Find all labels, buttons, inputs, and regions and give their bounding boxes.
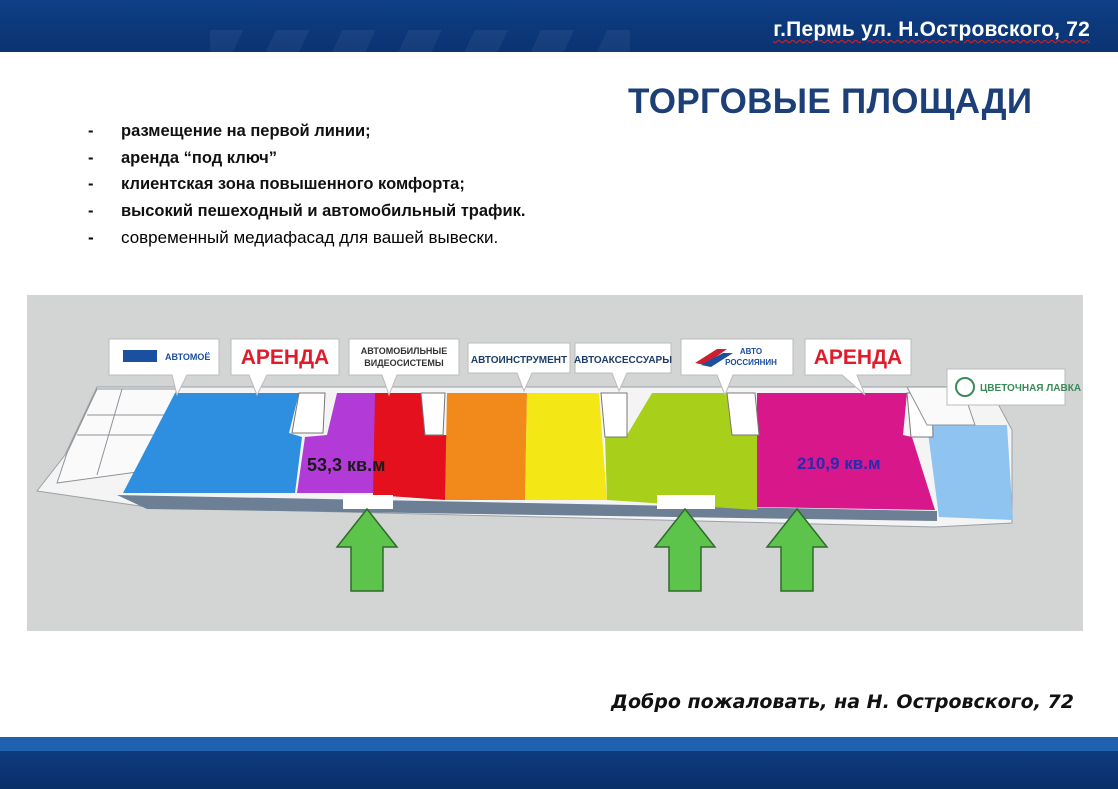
building-facade <box>117 495 937 521</box>
svg-text:АРЕНДА: АРЕНДА <box>814 346 902 369</box>
list-item: -клиентская зона повышенного комфорта; <box>88 175 465 193</box>
list-item: -высокий пешеходный и автомобильный траф… <box>88 201 526 220</box>
sign-video-systems: АВТОМОБИЛЬНЫЕ ВИДЕОСИСТЕМЫ <box>348 338 460 397</box>
svg-text:АВТОИНСТРУМЕНТ: АВТОИНСТРУМЕНТ <box>471 355 567 366</box>
unit-yellow <box>525 393 607 500</box>
list-item: -аренда “под ключ” <box>88 148 278 167</box>
unit-magenta <box>757 393 935 510</box>
list-item: -современный медиафасад для вашей вывеск… <box>88 228 499 247</box>
sign-rent-left: АРЕНДА <box>230 338 340 397</box>
top-bar-decoration <box>210 30 630 52</box>
entrance-center <box>657 495 715 509</box>
area-label-right: 210,9 кв.м <box>797 454 881 473</box>
unit-violet <box>297 393 377 493</box>
entrance-left <box>343 495 393 509</box>
sign-rossiyanin: АВТО РОССИЯНИН <box>680 338 794 397</box>
svg-text:АВТОМОЁ: АВТОМОЁ <box>165 352 210 362</box>
svg-text:ЦВЕТОЧНАЯ ЛАВКА: ЦВЕТОЧНАЯ ЛАВКА <box>980 383 1081 394</box>
sign-rent-right: АРЕНДА <box>804 338 912 396</box>
entrance-arrow-center <box>653 507 717 592</box>
top-bar: г.Пермь ул. Н.Островского, 72 <box>0 0 1118 52</box>
sign-instrument: АВТОИНСТРУМЕНТ <box>467 342 571 393</box>
list-item: -размещение на первой линии; <box>88 122 371 140</box>
svg-text:АВТО: АВТО <box>740 347 762 356</box>
svg-text:АРЕНДА: АРЕНДА <box>241 346 329 369</box>
sign-automoe: АВТОМОЁ <box>108 338 220 397</box>
floor-plan: АВТОМОЁ АРЕНДА АВТОМОБИЛЬНЫЕ ВИДЕОСИСТЕМ… <box>27 295 1083 631</box>
entrance-arrow-right <box>765 507 829 592</box>
svg-text:РОССИЯНИН: РОССИЯНИН <box>725 358 777 367</box>
sign-accessories: АВТОАКСЕССУАРЫ <box>574 342 672 393</box>
unit-light-blue <box>927 425 1013 520</box>
address: г.Пермь ул. Н.Островского, 72 <box>773 18 1090 41</box>
svg-text:ВИДЕОСИСТЕМЫ: ВИДЕОСИСТЕМЫ <box>364 358 444 368</box>
welcome-text: Добро пожаловать, на Н. Островского, 72 <box>611 691 1074 713</box>
floor-plan-drawing: АВТОМОЁ АРЕНДА АВТОМОБИЛЬНЫЕ ВИДЕОСИСТЕМ… <box>36 338 1081 592</box>
svg-text:АВТОМОБИЛЬНЫЕ: АВТОМОБИЛЬНЫЕ <box>361 346 447 356</box>
sign-flowers: ЦВЕТОЧНАЯ ЛАВКА <box>946 368 1081 406</box>
entrance-arrow-left <box>335 507 399 592</box>
page-title: ТОРГОВЫЕ ПЛОЩАДИ <box>628 82 1033 121</box>
bottom-stripe <box>0 737 1118 751</box>
feature-list: -размещение на первой линии; -аренда “по… <box>88 122 525 255</box>
unit-blue <box>123 393 302 493</box>
unit-lime <box>605 393 762 510</box>
area-label-left: 53,3 кв.м <box>307 455 385 475</box>
bottom-bar <box>0 751 1118 789</box>
unit-orange <box>445 393 527 500</box>
svg-text:АВТОАКСЕССУАРЫ: АВТОАКСЕССУАРЫ <box>574 355 672 366</box>
